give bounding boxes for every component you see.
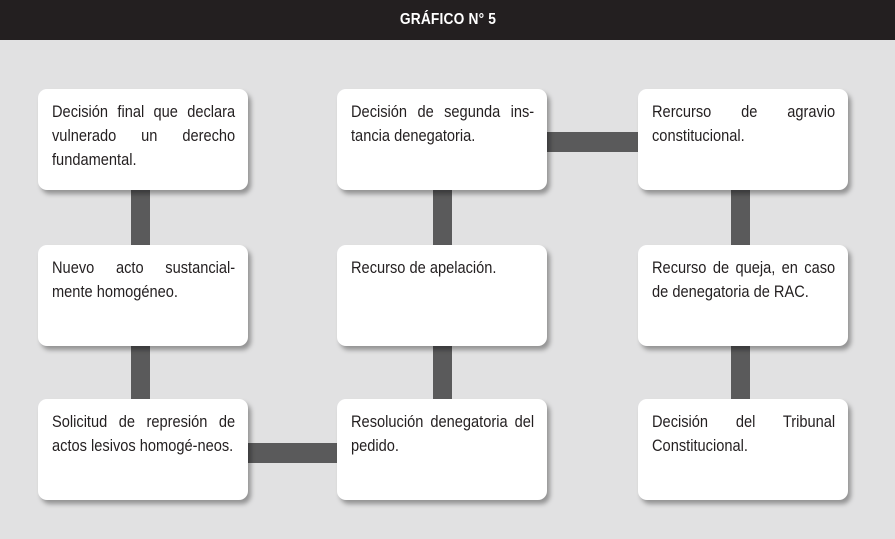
connector-agravio-to-queja <box>731 190 750 246</box>
connector-nuevo-acto-to-solicitud <box>131 345 150 401</box>
node-label: Resolución denegatoria del pedido. <box>351 412 535 455</box>
node-resolucion-denegatoria: Resolución denegatoria del pedido. <box>337 399 547 500</box>
node-label: Nuevo acto sustancial-mente homogéneo. <box>52 258 236 301</box>
node-decision-final: Decisión final que declara vulnerado un … <box>38 89 248 190</box>
node-label: Decisión de segunda ins-tancia denegator… <box>351 102 535 145</box>
connector-segunda-instancia-to-agravio <box>546 132 640 152</box>
node-label: Solicitud de represión de actos lesivos … <box>52 412 236 455</box>
header-bar: GRÁFICO N° 5 <box>0 0 895 40</box>
node-label: Rercurso de agravio constitucional. <box>652 102 836 145</box>
connector-solicitud-to-resolucion <box>247 443 339 463</box>
node-recurso-queja: Recurso de queja, en caso de denegatoria… <box>638 245 848 346</box>
connector-queja-to-tribunal <box>731 345 750 401</box>
node-label: Decisión del Tribunal Constitucional. <box>652 412 836 455</box>
node-recurso-agravio: Rercurso de agravio constitucional. <box>638 89 848 190</box>
connector-decision-final-to-nuevo-acto <box>131 190 150 246</box>
diagram-title: GRÁFICO N° 5 <box>399 11 496 28</box>
node-label: Decisión final que declara vulnerado un … <box>52 102 236 169</box>
node-decision-tribunal: Decisión del Tribunal Constitucional. <box>638 399 848 500</box>
node-recurso-apelacion: Recurso de apelación. <box>337 245 547 346</box>
node-nuevo-acto: Nuevo acto sustancial-mente homogéneo. <box>38 245 248 346</box>
node-solicitud-represion: Solicitud de represión de actos lesivos … <box>38 399 248 500</box>
node-label: Recurso de queja, en caso de denegatoria… <box>652 258 836 301</box>
connector-apelacion-to-segunda-instancia <box>433 190 452 246</box>
node-decision-segunda-instancia: Decisión de segunda ins-tancia denegator… <box>337 89 547 190</box>
node-label: Recurso de apelación. <box>351 258 497 277</box>
connector-resolucion-to-apelacion <box>433 345 452 401</box>
